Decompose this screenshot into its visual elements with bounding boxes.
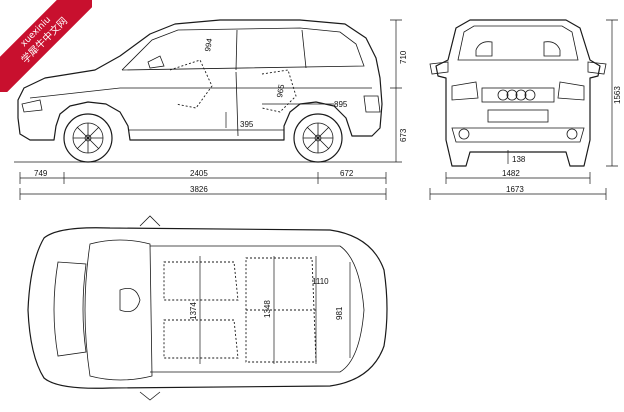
dim-rear-headroom: 965: [275, 83, 286, 98]
side-beltline: [29, 87, 372, 99]
side-mirror: [147, 55, 165, 69]
dim-roof-to-beltline: 710: [399, 50, 408, 64]
dim-front-headroom: 994: [203, 37, 214, 52]
dim-ground-clearance: 138: [512, 155, 526, 164]
front-left-headlight: [451, 81, 479, 101]
side-headlight: [21, 99, 43, 113]
front-wheel: [63, 113, 113, 163]
side-front-occupant: [169, 59, 213, 109]
dim-luggage-width: 981: [335, 306, 344, 320]
top-windshield: [84, 239, 153, 381]
dim-rear-hip-width: 1110: [312, 277, 329, 286]
side-door-split: [235, 71, 239, 137]
front-right-headlight: [557, 81, 585, 101]
rear-wheel: [293, 113, 343, 163]
watermark-band: xuexiniu 学犀牛中文网: [0, 0, 92, 92]
top-mirrors: [139, 215, 161, 401]
front-left-foglight: [458, 128, 470, 140]
dim-wheelbase: 2405: [190, 169, 208, 178]
dim-front-shoulder-width: 1374: [189, 302, 198, 320]
front-bumper: [451, 127, 585, 143]
front-windshield: [457, 25, 579, 61]
side-window-line: [121, 27, 365, 71]
dim-rear-seat-height: 395: [240, 120, 254, 129]
front-right-foglight: [566, 128, 578, 140]
dim-beltline-to-ground: 673: [399, 128, 408, 142]
front-grille: [481, 87, 555, 103]
top-body-outline: [27, 227, 388, 389]
side-view: 994 965 895 395 749 2405 672 3826 710 67…: [14, 19, 408, 200]
top-view: 1374 1348 1110 981: [27, 215, 388, 401]
top-front-seat-left: [163, 261, 239, 301]
dim-overall-width: 1673: [506, 185, 524, 194]
dim-overall-length: 3826: [190, 185, 208, 194]
dim-rear-overhang: 672: [340, 169, 354, 178]
top-hood-panel: [53, 261, 87, 357]
dim-front-overhang: 749: [34, 169, 48, 178]
top-rear-bench: [245, 257, 317, 363]
front-view: 138 1482 1673 1563: [429, 19, 622, 200]
side-body-outline: [17, 19, 383, 141]
side-c-pillar: [301, 29, 307, 69]
side-rear-occupant: [261, 69, 297, 113]
dim-front-legroom: 895: [334, 100, 348, 109]
front-body-outline: [435, 19, 601, 167]
dim-track-width: 1482: [502, 169, 520, 178]
watermark-logo: xuexiniu 学犀牛中文网: [0, 0, 92, 92]
front-plate: [487, 109, 549, 123]
top-roof: [150, 245, 365, 373]
dim-rear-shoulder-width: 1348: [263, 300, 272, 318]
dim-overall-height: 1563: [613, 86, 622, 104]
top-front-seat-right: [163, 319, 239, 359]
front-headrests: [475, 41, 561, 57]
side-b-pillar: [235, 29, 238, 71]
front-mirrors: [429, 61, 607, 75]
top-steering-wheel: [119, 287, 141, 313]
side-taillight: [363, 95, 381, 113]
